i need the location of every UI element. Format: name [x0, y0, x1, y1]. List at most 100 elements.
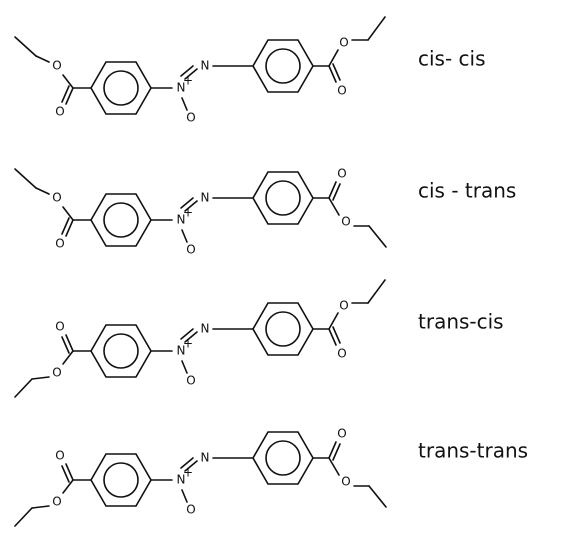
double-bond-n-n-a: [184, 200, 198, 212]
n-oxide-nitrogen: N: [177, 344, 186, 358]
azo-nitrogen: N: [201, 59, 210, 73]
aromatic-circle-left: [103, 462, 139, 498]
double-bond-n-n-b: [180, 65, 194, 77]
double-bond-n-n-b: [180, 197, 194, 209]
carbonyl-oxygen-right: O: [337, 84, 346, 98]
benzene-ring-right: [252, 302, 314, 356]
benzene-ring-right: [252, 431, 314, 485]
double-bond-n-n-a: [184, 68, 198, 80]
carbonyl-double-b: [61, 336, 70, 354]
bond-o-to-ch2-left: [35, 187, 50, 195]
carbonyl-double-a: [328, 328, 337, 346]
aromatic-circle-left: [103, 333, 139, 369]
bond-ch2-to-ch3-left: [14, 168, 37, 189]
aromatic-circle-left: [103, 70, 139, 106]
bond-ch2-to-ch3-left: [14, 36, 37, 57]
bond-ch2-to-ch3-left: [14, 378, 33, 398]
aromatic-circle-left: [103, 202, 139, 238]
carbonyl-oxygen-left: O: [55, 320, 64, 334]
carbonyl-oxygen-left: O: [55, 105, 64, 119]
isomer-label: cis- cis: [418, 47, 486, 71]
carbonyl-double-a: [328, 181, 337, 199]
carbonyl-double-b: [332, 443, 341, 461]
bond-ch2-to-ch3-right: [368, 225, 387, 248]
azo-nitrogen: N: [201, 451, 210, 465]
bond-carbonyl-to-ester-o-left: [62, 206, 74, 221]
charge-plus: +: [183, 74, 193, 88]
benzene-ring-left: [90, 61, 152, 115]
n-oxide-nitrogen: N: [177, 213, 186, 227]
double-bond-n-n-b: [180, 328, 194, 340]
isomer-label: cis - trans: [418, 179, 516, 203]
carbonyl-double-a: [65, 219, 74, 237]
benzene-ring-right: [252, 39, 314, 93]
bond-ch2-to-ch3-right: [368, 485, 387, 508]
isomer-label: trans-cis: [418, 310, 504, 334]
carbonyl-oxygen-left: O: [55, 449, 64, 463]
ester-oxygen-right: O: [339, 299, 348, 313]
n-oxide-nitrogen: N: [177, 81, 186, 95]
bond-carbonyl-to-ester-o-right: [328, 197, 340, 216]
charge-plus: +: [183, 337, 193, 351]
double-bond-n-n-b: [180, 457, 194, 469]
carbonyl-double-b: [332, 326, 341, 344]
carbonyl-oxygen-right: O: [337, 427, 346, 441]
bond-n-to-oxide-o: [181, 97, 188, 111]
carbonyl-double-b: [332, 63, 341, 81]
bond-o-to-ch2-left: [31, 376, 50, 380]
ester-oxygen-right: O: [339, 36, 348, 50]
aromatic-circle-right: [265, 180, 301, 216]
azo-nitrogen: N: [201, 322, 210, 336]
n-oxide-nitrogen: N: [177, 473, 186, 487]
carbonyl-oxygen-left: O: [55, 237, 64, 251]
bond-carbonyl-to-ester-o-right: [328, 457, 340, 476]
bond-carbonyl-to-ester-o-left: [62, 479, 74, 494]
carbonyl-double-a: [65, 334, 74, 352]
n-oxide-oxygen: O: [186, 503, 195, 517]
carbonyl-double-b: [332, 183, 341, 201]
carbonyl-double-a: [65, 87, 74, 105]
bond-o-to-ch2-left: [35, 55, 50, 63]
carbonyl-double-b: [61, 217, 70, 235]
carbonyl-oxygen-right: O: [337, 347, 346, 361]
carbonyl-double-b: [61, 465, 70, 483]
bond-o-to-ch2-left: [31, 505, 50, 509]
double-bond-n-n-a: [184, 331, 198, 343]
carbonyl-double-a: [65, 463, 74, 481]
aromatic-circle-right: [265, 440, 301, 476]
ester-oxygen-left: O: [52, 495, 61, 509]
ester-oxygen-left: O: [52, 191, 61, 205]
benzene-ring-left: [90, 324, 152, 378]
benzene-ring-right: [252, 171, 314, 225]
carbonyl-double-a: [328, 441, 337, 459]
bond-n-to-oxide-o: [181, 229, 188, 243]
ester-oxygen-left: O: [52, 59, 61, 73]
azo-nitrogen: N: [201, 191, 210, 205]
n-oxide-oxygen: O: [186, 243, 195, 257]
bond-ch2-to-ch3-right: [367, 279, 386, 304]
charge-plus: +: [183, 466, 193, 480]
bond-carbonyl-to-ester-o-left: [62, 74, 74, 89]
carbonyl-double-a: [328, 65, 337, 83]
ester-oxygen-right: O: [341, 475, 350, 489]
charge-plus: +: [183, 206, 193, 220]
benzene-ring-left: [90, 453, 152, 507]
ester-oxygen-right: O: [341, 215, 350, 229]
bond-n-to-oxide-o: [181, 489, 188, 503]
bond-carbonyl-to-ester-o-left: [62, 350, 74, 365]
benzene-ring-left: [90, 193, 152, 247]
bond-carbonyl-to-ester-o-right: [328, 312, 339, 330]
bond-carbonyl-to-ester-o-right: [328, 49, 339, 67]
aromatic-circle-right: [265, 311, 301, 347]
ester-oxygen-left: O: [52, 366, 61, 380]
bond-n-to-oxide-o: [181, 360, 188, 374]
isomer-label: trans-trans: [418, 439, 528, 463]
double-bond-n-n-a: [184, 460, 198, 472]
carbonyl-double-b: [61, 85, 70, 103]
n-oxide-oxygen: O: [186, 374, 195, 388]
